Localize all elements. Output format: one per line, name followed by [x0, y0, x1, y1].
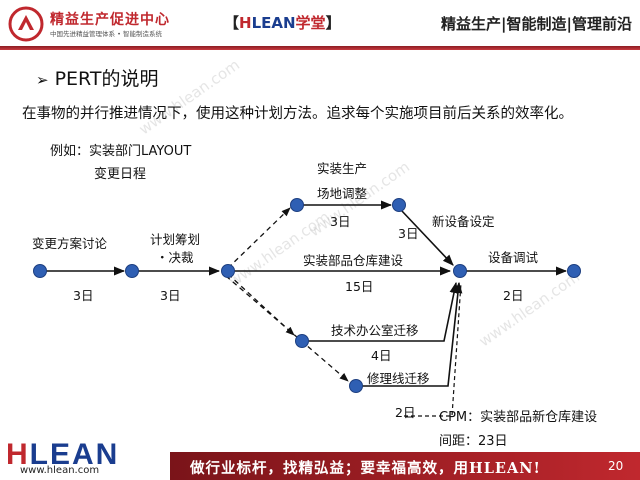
task-site-label-2: 场地调整: [317, 186, 368, 201]
tag-h: H: [239, 14, 252, 32]
example-line-1: 例如：实装部门LAYOUT: [50, 144, 192, 159]
task-warehouse-days: 15日: [345, 279, 374, 294]
tag-xuetang: 学堂: [295, 14, 326, 32]
node-merge: [453, 264, 467, 278]
cpm-line-1: CPM：实装部品新仓库建设: [439, 410, 598, 425]
edge-dummy-repair: [225, 275, 349, 382]
task-tech-office-days: 4日: [371, 348, 392, 363]
edge-tech-office: [302, 281, 459, 342]
task-equip-set-days: 3日: [398, 226, 419, 241]
tag-lean: LEAN: [251, 14, 296, 32]
bullet-arrow-icon: ➢: [36, 71, 49, 89]
brand-tag: 【HLEAN学堂】: [224, 12, 341, 33]
task-plan-days: 3日: [160, 288, 181, 303]
edge-dummy-site: [227, 207, 291, 269]
node-discussed: [125, 264, 139, 278]
task-equip-debug-label: 设备调试: [488, 250, 539, 265]
header-slogan: 精益生产|智能制造|管理前沿: [441, 15, 632, 33]
task-equip-set-label: 新设备设定: [432, 214, 495, 229]
task-discuss-label: 变更方案讨论: [32, 236, 108, 251]
header: 精益生产促进中心 中国先进精益管理体系 • 智能制造系统 【HLEAN学堂】 精…: [0, 0, 640, 52]
edge-equip-set: [400, 209, 454, 266]
intro-text: 在事物的并行推进情况下，使用这种计划方法。追求每个实施项目前后关系的效率化。: [22, 106, 573, 122]
task-repair-line-label: 修理线迁移: [367, 371, 430, 386]
page-title: ➢ PERT的说明: [36, 64, 158, 91]
brand-name: 精益生产促进中心: [50, 12, 170, 28]
footer-logo-lean: LEAN: [29, 438, 120, 471]
page-number: 20: [608, 459, 624, 473]
cpm-line-2: 间距：23日: [439, 434, 508, 449]
edge-repair-line: [356, 281, 463, 387]
footer-logo-h: H: [6, 438, 30, 471]
task-tech-office-label: 技术办公室迁移: [331, 323, 419, 338]
footer-url: www.hlean.com: [20, 465, 100, 476]
node-start: [33, 264, 47, 278]
task-plan-label-1: 计划筹划: [150, 232, 201, 247]
node-end: [567, 264, 581, 278]
task-site-label-1: 实装生产: [317, 161, 368, 176]
brand-logo-icon: [8, 6, 44, 42]
task-site-days: 3日: [330, 214, 351, 229]
node-site-start: [290, 198, 304, 212]
footer-logo: HLEAN: [6, 438, 119, 472]
footer-slogan: 做行业标杆，找精弘益；要幸福高效，用HLEAN!: [190, 460, 541, 477]
tag-close: 】: [325, 14, 341, 32]
edge-dummy-final: [404, 282, 462, 417]
node-tech-start: [295, 334, 309, 348]
node-approved: [221, 264, 235, 278]
page-title-text: PERT的说明: [54, 68, 159, 90]
header-divider: [0, 46, 640, 50]
node-site-done: [392, 198, 406, 212]
footer-bar: [170, 452, 640, 480]
tag-open: 【: [224, 14, 240, 32]
task-warehouse-label: 实装部品仓库建设: [303, 253, 404, 268]
brand-subtitle: 中国先进精益管理体系 • 智能制造系统: [50, 30, 162, 38]
example-line-2: 变更日程: [94, 167, 147, 182]
task-discuss-days: 3日: [73, 288, 94, 303]
node-repair-start: [349, 379, 363, 393]
task-repair-line-days: 2日: [395, 405, 416, 420]
task-equip-debug-days: 2日: [503, 288, 524, 303]
task-plan-label-2: ・决裁: [156, 250, 194, 265]
